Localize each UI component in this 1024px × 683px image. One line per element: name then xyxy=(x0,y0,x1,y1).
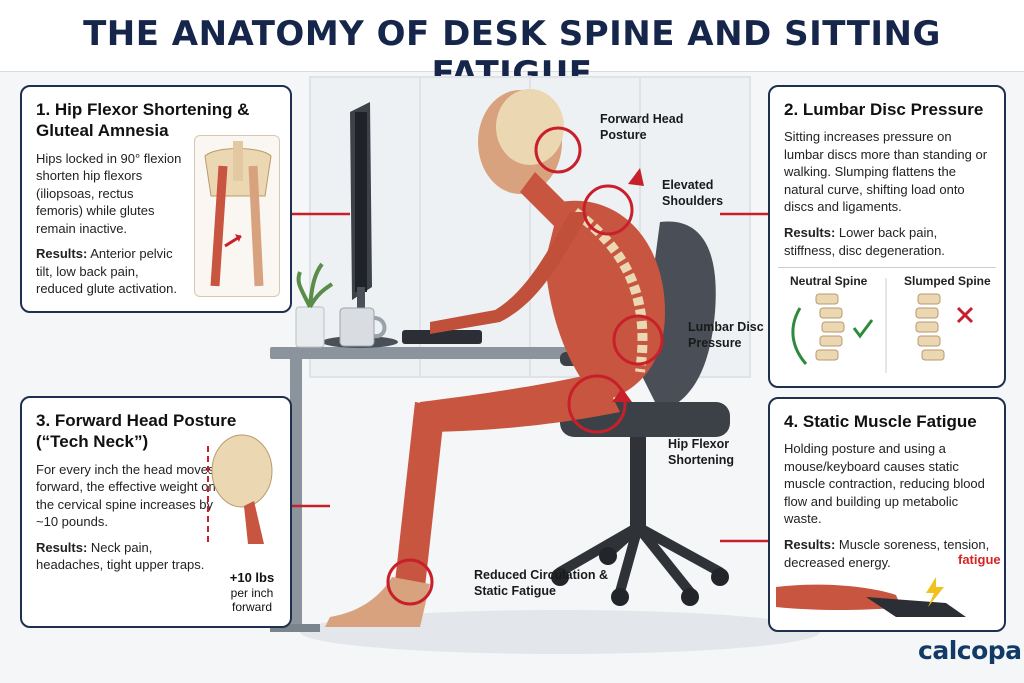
desk-posture-illustration xyxy=(270,76,820,654)
desk xyxy=(270,347,655,632)
fatigue-label: fatigue xyxy=(958,552,1001,567)
callout-lumbar: Lumbar Disc Pressure xyxy=(688,320,764,350)
panel-body: Hips locked in 90° flexion shorten hip f… xyxy=(36,150,182,236)
callout-hip: Hip Flexor Shortening xyxy=(668,437,734,467)
panel-body: Holding posture and using a mouse/keyboa… xyxy=(784,441,985,527)
slumped-spine-label: Slumped Spine xyxy=(904,274,991,288)
panel-text: For every inch the head moves forward, t… xyxy=(36,461,216,574)
panel-hip-flexor: 1. Hip Flexor Shortening & Gluteal Amnes… xyxy=(20,85,292,313)
pelvis-illustration xyxy=(194,135,280,297)
arrows xyxy=(612,168,644,402)
slumped-spine-icon xyxy=(915,293,945,361)
panel-heading: 3. Forward Head Posture (“Tech Neck”) xyxy=(36,411,237,452)
brand-logo: calcopa xyxy=(918,636,1022,665)
weight-label: +10 lbs per inch forward xyxy=(229,570,275,614)
ankle-focus-circle xyxy=(386,558,434,606)
skull-icon xyxy=(207,434,273,546)
focus-circles xyxy=(386,126,664,606)
spine-comparison-graphic xyxy=(791,278,974,373)
panel-heading: 4. Static Muscle Fatigue xyxy=(784,412,977,431)
panel-results: Results: Lower back pain, stiffness, dis… xyxy=(784,224,945,258)
callout-forward-head: Forward Head Posture xyxy=(600,112,684,142)
connector-lines xyxy=(292,212,768,543)
lightning-icon xyxy=(926,577,944,607)
x-icon xyxy=(956,306,974,324)
lumbar-focus-circle xyxy=(612,314,664,366)
neck-focus-circle xyxy=(534,126,582,174)
panel-static-fatigue: 4. Static Muscle Fatigue Holding posture… xyxy=(768,397,1006,632)
panel-forward-head: 3. Forward Head Posture (“Tech Neck”) Fo… xyxy=(20,396,292,628)
panel-results: Results: Muscle soreness, tension, decre… xyxy=(784,536,990,570)
anatomy-figure xyxy=(325,89,665,627)
panel-body: Sitting increases pressure on lumbar dis… xyxy=(784,129,988,215)
panel-body: For every inch the head moves forward, t… xyxy=(36,461,216,530)
neutral-spine-icon xyxy=(815,293,845,361)
pelvis-icon xyxy=(204,141,272,287)
mug xyxy=(339,307,387,347)
neutral-spine-label: Neutral Spine xyxy=(790,274,868,288)
plant xyxy=(295,262,334,348)
panel-results: Results: Neck pain, headaches, tight upp… xyxy=(36,539,205,573)
panel-heading: 1. Hip Flexor Shortening & Gluteal Amnes… xyxy=(36,100,250,141)
page-title: THE ANATOMY OF DESK SPINE AND SITTING FA… xyxy=(83,14,941,94)
skull-illustration xyxy=(204,426,280,546)
curve-arrow-icon xyxy=(791,307,808,365)
hip-focus-circle xyxy=(567,374,627,434)
keyboard xyxy=(402,330,482,344)
shoulder-focus-circle xyxy=(582,184,634,236)
callout-shoulders: Elevated Shoulders xyxy=(662,178,724,208)
callout-circulation: Reduced Circulation & Static Fatigue xyxy=(474,568,609,598)
title-bar: THE ANATOMY OF DESK SPINE AND SITTING FA… xyxy=(0,0,1024,94)
spine-comparison: Neutral Spine Slumped Spine xyxy=(778,267,996,377)
hand-keyboard-illustration xyxy=(776,577,966,617)
panel-lumbar-disc: 2. Lumbar Disc Pressure Sitting increase… xyxy=(768,85,1006,388)
check-icon xyxy=(852,319,874,339)
panel-heading: 2. Lumbar Disc Pressure xyxy=(784,100,984,119)
panel-results: Results: Anterior pelvic tilt, low back … xyxy=(36,246,177,297)
panel-text: Hips locked in 90° flexion shorten hip f… xyxy=(36,150,184,298)
